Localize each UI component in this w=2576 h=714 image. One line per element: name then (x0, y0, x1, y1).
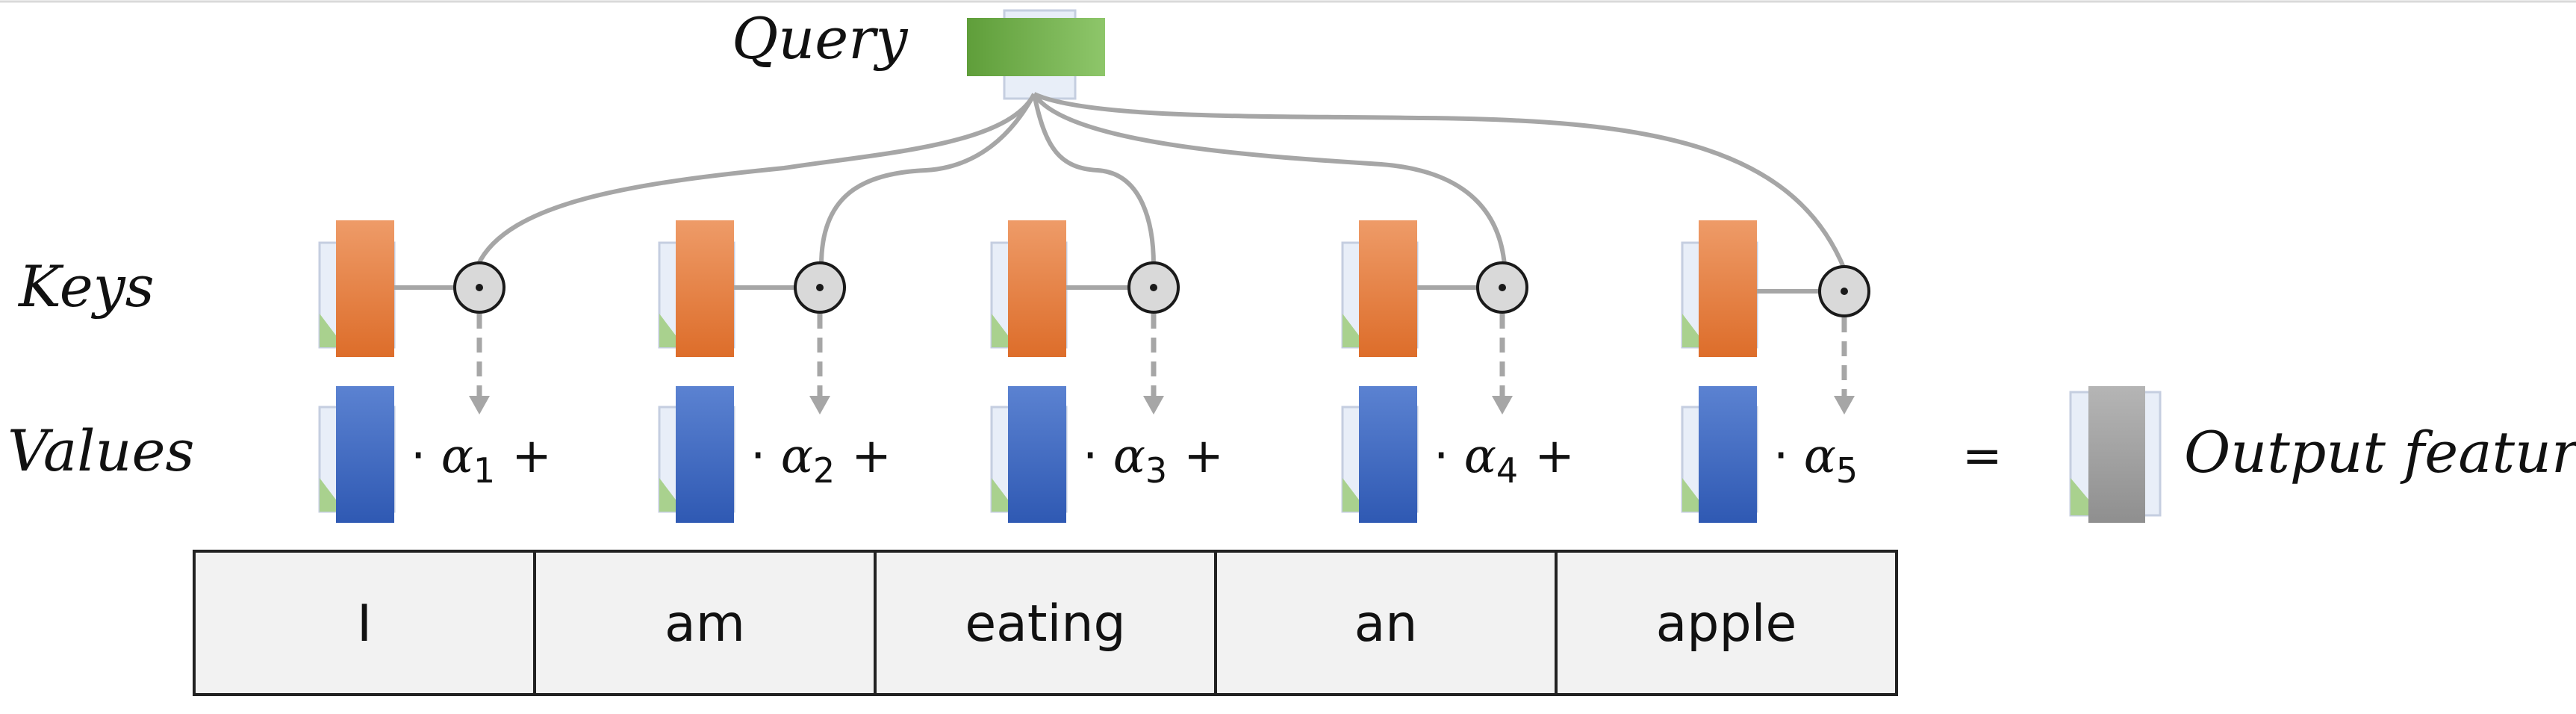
dot-product-icon (453, 261, 505, 314)
alpha-symbol: α (441, 429, 473, 484)
alpha-symbol: α (1113, 429, 1145, 484)
column-4: · α4 + (1341, 220, 1575, 523)
keys-label: Keys (17, 253, 155, 320)
dot-product-icon (1127, 261, 1180, 314)
weight-term: · α2 + (750, 429, 892, 491)
token-box: eating (874, 550, 1217, 696)
dashed-arrow-icon (1492, 314, 1513, 415)
dashed-arrow-icon (1143, 314, 1164, 415)
plus-operator: + (1534, 429, 1575, 484)
dashed-arrow-icon (1834, 317, 1855, 415)
token-label: am (665, 595, 745, 654)
value-vector (1341, 386, 1419, 523)
dot-operator: · (750, 429, 781, 484)
column-1: · α1 + (318, 220, 552, 523)
plus-operator: + (511, 429, 552, 484)
token-label: apple (1656, 595, 1797, 654)
alpha-symbol: α (1804, 429, 1836, 484)
column-5: · α5 (1681, 220, 1870, 523)
dot-operator: · (1083, 429, 1113, 484)
alpha-index: 4 (1496, 450, 1518, 491)
weight-term: · α3 + (1083, 429, 1224, 491)
dot-operator: · (1773, 429, 1804, 484)
token-label: an (1354, 595, 1418, 654)
token-box: apple (1555, 550, 1898, 696)
value-vector (318, 386, 396, 523)
alpha-index: 5 (1836, 450, 1858, 491)
connector-1 (476, 93, 1036, 267)
query-key-connectors (476, 92, 1847, 270)
alpha-symbol: α (781, 429, 813, 484)
dot-operator: · (411, 429, 441, 484)
token-box: am (533, 550, 877, 696)
token-label: eating (965, 595, 1125, 654)
weight-term: · α4 + (1434, 429, 1575, 491)
dot-product-icon (1818, 265, 1870, 317)
output-feature-vector (2069, 386, 2162, 523)
query-vector (967, 9, 1105, 100)
column-2: · α2 + (658, 220, 892, 523)
connector-4 (1032, 93, 1507, 266)
plus-operator: + (851, 429, 892, 484)
connector-2 (819, 93, 1036, 266)
value-vector (990, 386, 1068, 523)
key-vector (990, 220, 1068, 357)
value-vector (1681, 386, 1758, 523)
key-vector (318, 220, 396, 357)
dot-product-icon (1476, 261, 1528, 314)
values-label: Values (7, 417, 194, 484)
dashed-arrow-icon (469, 314, 490, 415)
dot-operator: · (1434, 429, 1464, 484)
key-value-columns: · α1+· α2+· α3+· α4+· α5 (318, 220, 1870, 523)
weight-term: · α1 + (411, 429, 552, 491)
alpha-symbol: α (1464, 429, 1496, 484)
query-label: Query (732, 5, 909, 72)
key-vector (1681, 220, 1758, 357)
dashed-arrow-icon (809, 314, 830, 415)
dot-product-icon (794, 261, 846, 314)
connector-5 (1033, 92, 1847, 270)
key-vector (1341, 220, 1419, 357)
column-3: · α3 + (990, 220, 1224, 523)
value-vector (658, 386, 735, 523)
key-vector (658, 220, 735, 357)
alpha-index: 3 (1145, 450, 1167, 491)
token-label: I (357, 595, 372, 654)
weight-term: · α5 (1773, 429, 1858, 491)
alpha-index: 2 (813, 450, 835, 491)
token-box: I (193, 550, 536, 696)
alpha-index: 1 (473, 450, 495, 491)
token-box: an (1214, 550, 1558, 696)
plus-operator: + (1183, 429, 1224, 484)
equals-sign: = (1962, 429, 2003, 484)
output-features-label: Output features (2184, 419, 2576, 485)
connector-3 (1032, 93, 1156, 266)
